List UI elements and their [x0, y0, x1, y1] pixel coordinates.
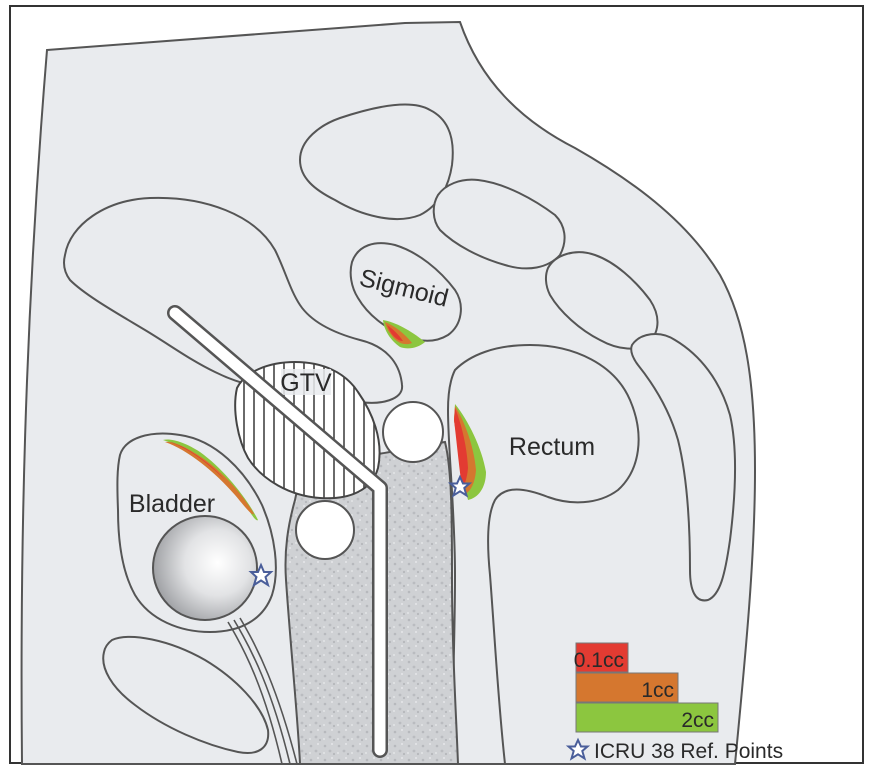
- ovoid-sphere-upper: [383, 402, 443, 462]
- legend-label-1: 1cc: [641, 679, 674, 702]
- gtv-label: GTV: [280, 369, 332, 397]
- legend-label-2: 2cc: [681, 709, 714, 732]
- legend-label-0: 0.1cc: [574, 649, 624, 672]
- catheter-balloon: [153, 516, 257, 620]
- legend-marker-label: ICRU 38 Ref. Points: [594, 740, 783, 763]
- rectum-label: Rectum: [509, 433, 595, 461]
- bladder-label: Bladder: [129, 490, 215, 518]
- ovoid-sphere-lower: [296, 501, 354, 559]
